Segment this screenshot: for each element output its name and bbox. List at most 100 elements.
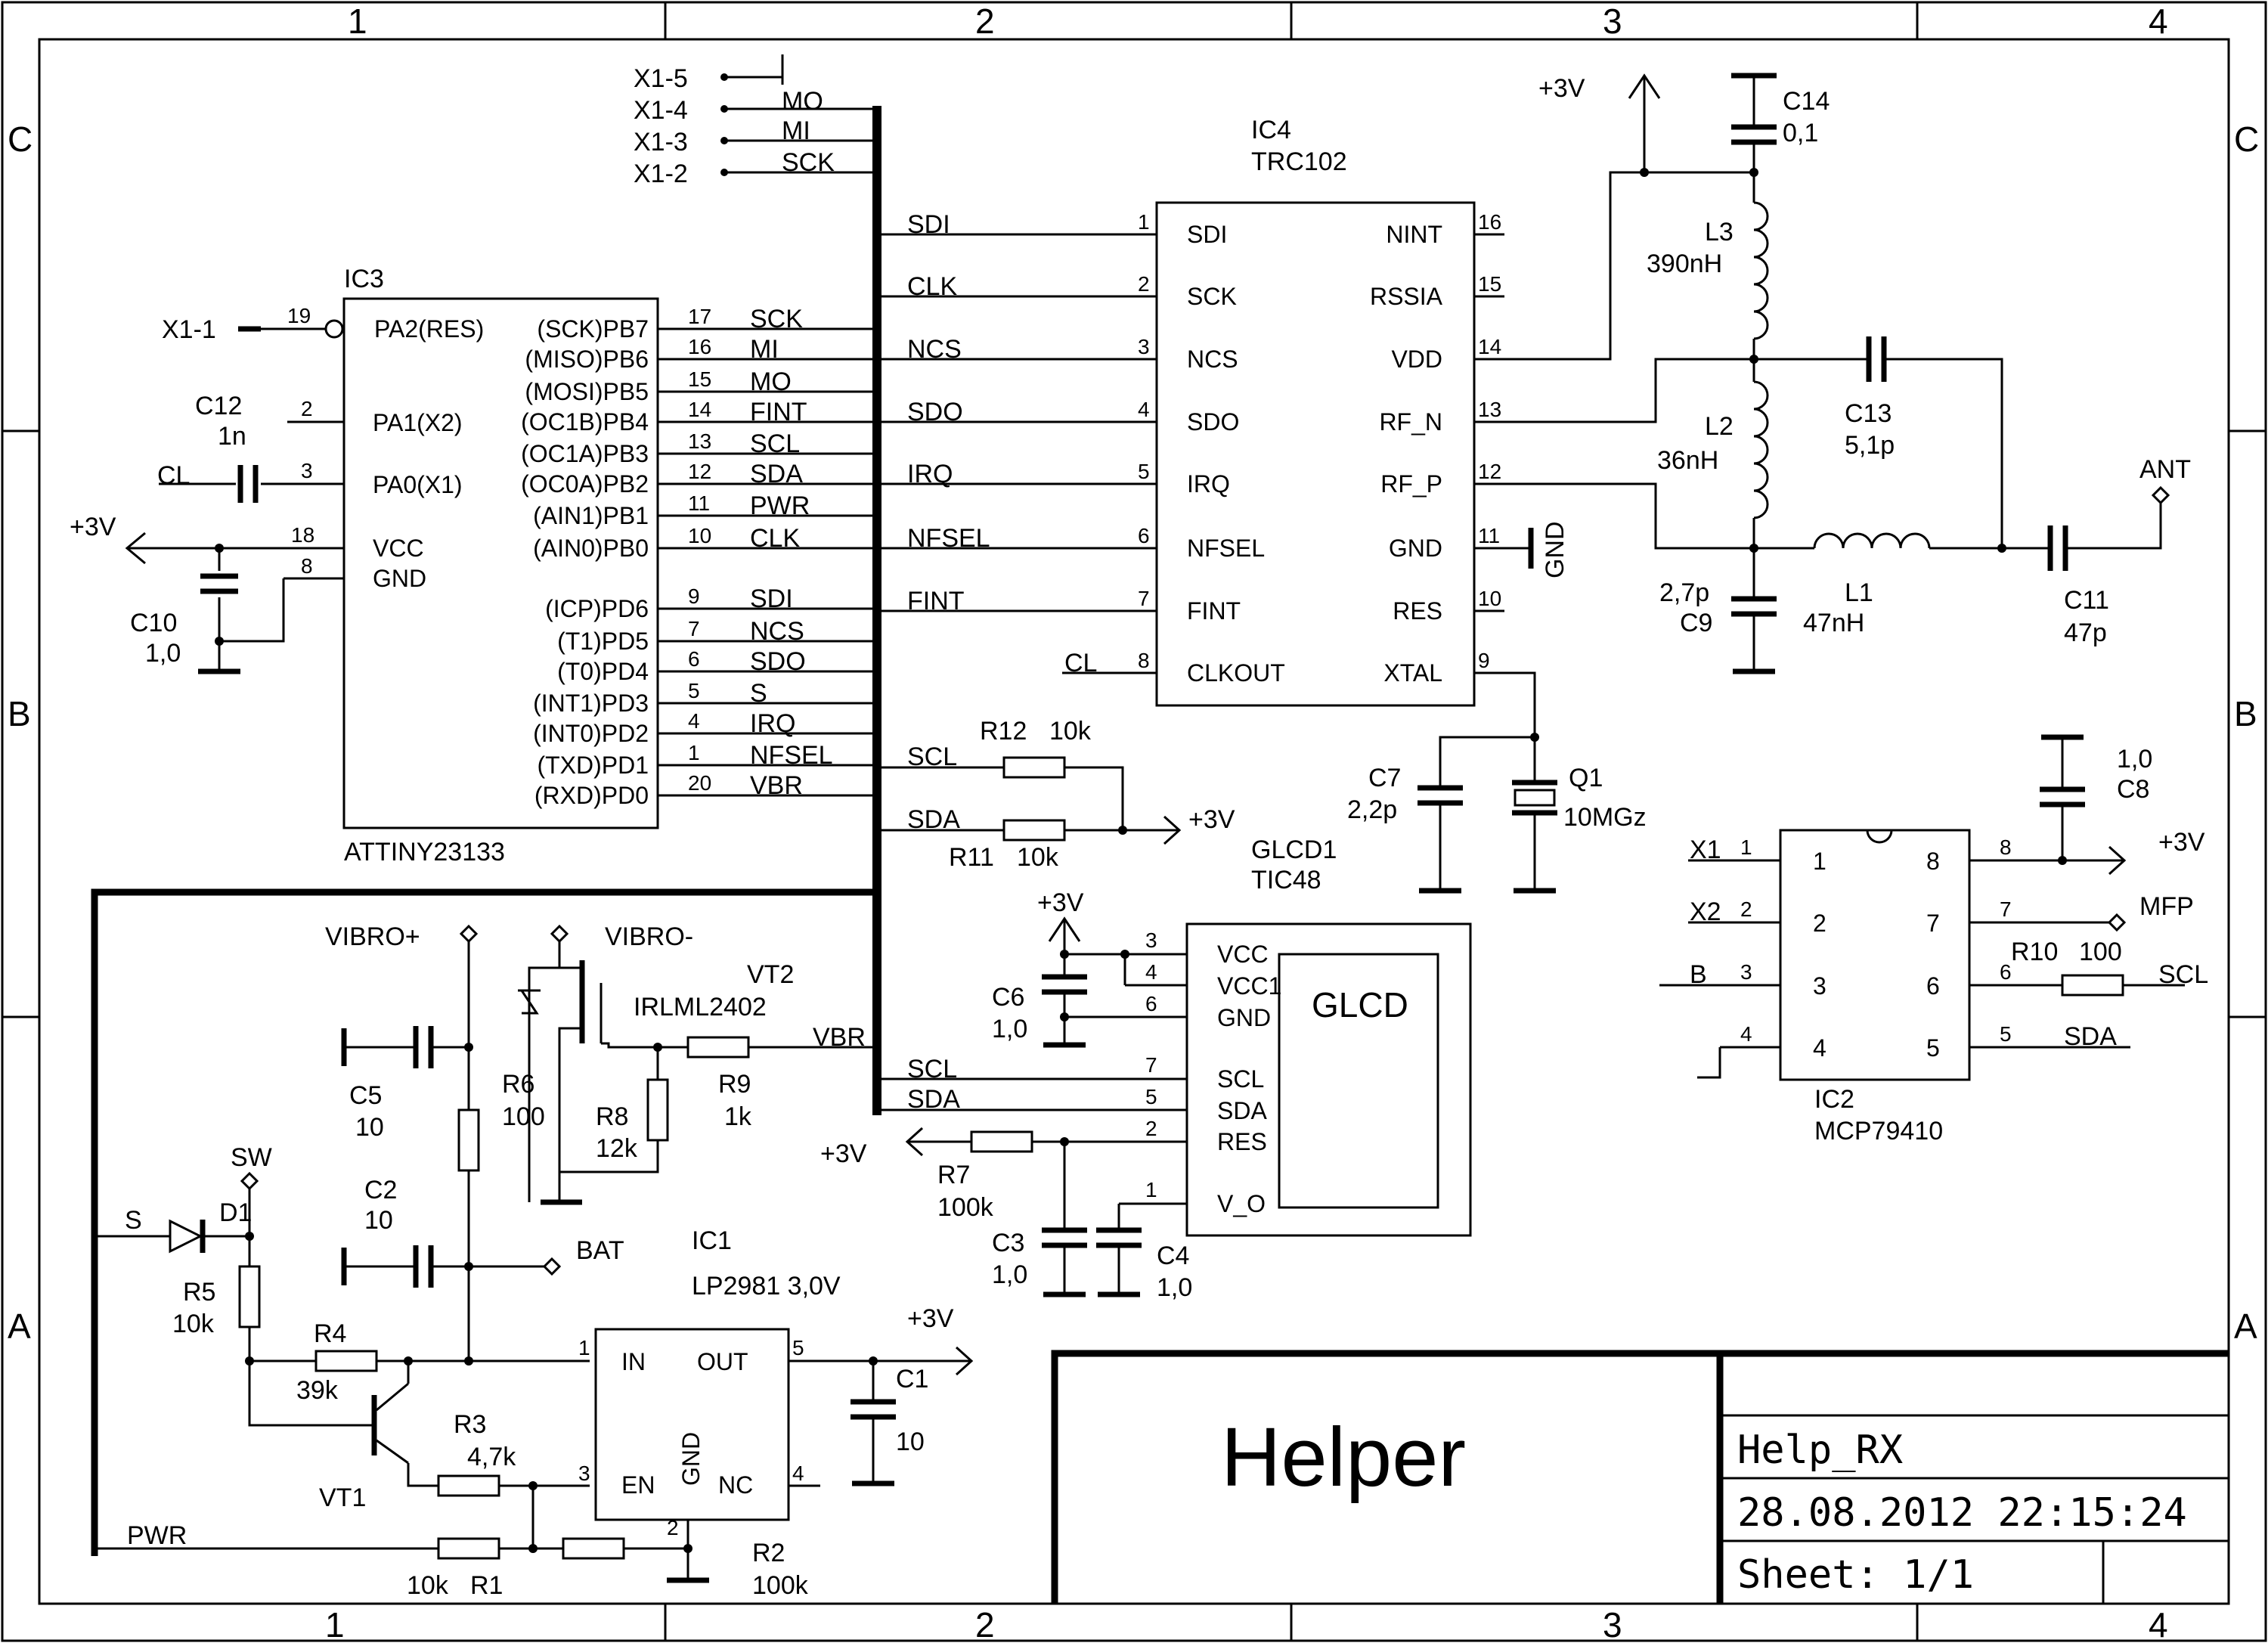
ic4-pin-name: RF_N xyxy=(1379,408,1442,436)
connector-pin-label: X1-2 xyxy=(634,160,688,188)
ic4-pin-name: SDI xyxy=(1187,221,1227,248)
rtc-pin-num: 8 xyxy=(2000,835,2012,859)
r4-ref: R4 xyxy=(314,1319,346,1348)
ic4-net-label: IRQ xyxy=(907,460,953,488)
c6-ref: C6 xyxy=(992,983,1024,1012)
row-label: C xyxy=(8,119,33,159)
c13-value: 5,1p xyxy=(1845,431,1895,460)
ic3-pin-num: 3 xyxy=(301,459,313,482)
rtc-ic2: IC2 MCP79410 1 2 3 4 1 2 3 4 X1 X2 B 8 7… xyxy=(1659,734,2208,1145)
ic3-pin-name: PA0(X1) xyxy=(373,471,463,498)
glcd-pin-name: SDA xyxy=(1217,1097,1267,1124)
power-label: +3V xyxy=(2158,828,2205,857)
ic3-part: ATTINY23133 xyxy=(344,838,505,866)
c8-value: 1,0 xyxy=(2117,745,2152,773)
ic4-pin-num: 9 xyxy=(1478,649,1490,672)
ic4-pin-name: FINT xyxy=(1187,597,1241,625)
rtc-net-x2: X2 xyxy=(1690,897,1721,926)
ic4-right-pins: 16NINT15RSSIA14VDD13RF_N12RF_P11GND10RES… xyxy=(1370,210,1504,687)
power-section: VIBRO+ C5 10 BAT C2 10 VIBRO- xyxy=(94,922,974,1600)
row-label: B xyxy=(8,694,31,733)
connector-x1: X1-5 X1-4 X1-3 X1-2 MO MI SCK X1-1 xyxy=(162,54,877,344)
r6-ref: R6 xyxy=(502,1070,534,1099)
l2-value: 36nH xyxy=(1657,446,1718,475)
title-main: Helper xyxy=(1221,1411,1466,1504)
l1-value: 47nH xyxy=(1803,609,1864,637)
ic4-net-label: CL xyxy=(1064,649,1097,677)
ic3-pin-num: 9 xyxy=(688,584,700,608)
col-label: 1 xyxy=(348,2,367,41)
rtc-part: MCP79410 xyxy=(1814,1117,1943,1145)
ic3-net-label: SCL xyxy=(750,429,800,458)
col-label: 4 xyxy=(2149,2,2168,41)
c3-value: 1,0 xyxy=(992,1260,1027,1289)
ic4-net-label: SDO xyxy=(907,398,963,426)
rtc-pin-num: 2 xyxy=(1740,897,1752,921)
r7-ref: R7 xyxy=(937,1161,970,1189)
ic4-net-label: NCS xyxy=(907,335,962,364)
d1-ref: D1 xyxy=(219,1198,252,1227)
ic3-pin-num: 15 xyxy=(688,367,711,391)
c9-ref: C9 xyxy=(1680,609,1712,637)
col-label: 3 xyxy=(1603,2,1622,41)
rtc-net-sda: SDA xyxy=(2064,1022,2117,1051)
ic4-pin-num: 12 xyxy=(1478,460,1501,483)
connector-pin-label: X1-4 xyxy=(634,96,688,125)
c10-value: 1,0 xyxy=(145,639,181,668)
net-label-sda: SDA xyxy=(907,805,960,834)
antenna-label: ANT xyxy=(2139,455,2191,484)
i2c-pullups: SCL SDA R12 10k R11 10k +3V xyxy=(877,717,1235,872)
rtc-pin-num: 3 xyxy=(1740,960,1752,984)
ic4-pin-num: 2 xyxy=(1138,272,1150,296)
ic3-net-label: SDO xyxy=(750,647,806,676)
ic3-pin-name: (AIN1)PB1 xyxy=(533,502,649,529)
ic3-pin-num: 2 xyxy=(301,397,313,420)
r11-ref: R11 xyxy=(949,843,994,872)
row-label: C xyxy=(2234,119,2259,159)
ic3-pin-name: (OC0A)PB2 xyxy=(521,470,649,498)
rtc-net-mfp: MFP xyxy=(2139,892,2194,921)
ic1-pin-num: 3 xyxy=(578,1462,590,1485)
ic3-pin-name: (RXD)PD0 xyxy=(534,782,649,809)
ic4-pin-num: 11 xyxy=(1478,524,1500,547)
net-label-scl: SCL xyxy=(907,1055,957,1083)
power-label: +3V xyxy=(820,1139,867,1168)
ic3-pin-name: (T1)PD5 xyxy=(557,628,649,655)
l2-ref: L2 xyxy=(1705,412,1734,441)
gnd-label: GND xyxy=(1541,521,1569,578)
r4-value: 39k xyxy=(296,1376,339,1405)
title-name: Help_RX xyxy=(1737,1428,1903,1473)
net-label-cl: CL xyxy=(157,461,190,490)
ic3-pin-num: 18 xyxy=(291,523,314,547)
rtc-pin-pad: 5 xyxy=(1926,1034,1940,1062)
r6-value: 100 xyxy=(502,1102,545,1131)
rtc-pin-num: 7 xyxy=(2000,897,2012,921)
crystal-circuit: C7 2,2p Q1 10MGz xyxy=(1347,671,1647,894)
ic3-net-label: SDA xyxy=(750,460,803,488)
ic4-pin-name: XTAL xyxy=(1383,659,1442,687)
c5-ref: C5 xyxy=(349,1081,382,1110)
col-label: 2 xyxy=(975,2,995,41)
power-label: +3V xyxy=(1037,888,1084,917)
s-label: S xyxy=(125,1206,142,1235)
ic4-pin-num: 6 xyxy=(1138,524,1150,547)
ic3-pin-name: (OC1A)PB3 xyxy=(521,440,649,467)
rtc-pin-pad: 1 xyxy=(1813,848,1826,875)
rtc-net-x1: X1 xyxy=(1690,835,1721,864)
row-label: B xyxy=(2234,694,2257,733)
ic4-pin-name: VDD xyxy=(1391,346,1442,373)
c14-value: 0,1 xyxy=(1783,119,1818,147)
c5-value: 10 xyxy=(355,1113,384,1142)
glcd-pin-num: 5 xyxy=(1145,1085,1157,1108)
ic4-pin-num: 16 xyxy=(1478,210,1501,234)
ic3-pin-name: (SCK)PB7 xyxy=(537,315,649,343)
ic3-net-label: NCS xyxy=(750,617,804,646)
r2-ref: R2 xyxy=(752,1539,785,1567)
ic3-pin-num: 19 xyxy=(287,304,311,327)
ic1-part: LP2981 3,0V xyxy=(692,1272,841,1300)
r9-ref: R9 xyxy=(718,1070,751,1099)
glcd-pin-num: 1 xyxy=(1145,1178,1157,1201)
ic4-pin-name: SDO xyxy=(1187,408,1239,436)
bat-label: BAT xyxy=(576,1236,624,1265)
